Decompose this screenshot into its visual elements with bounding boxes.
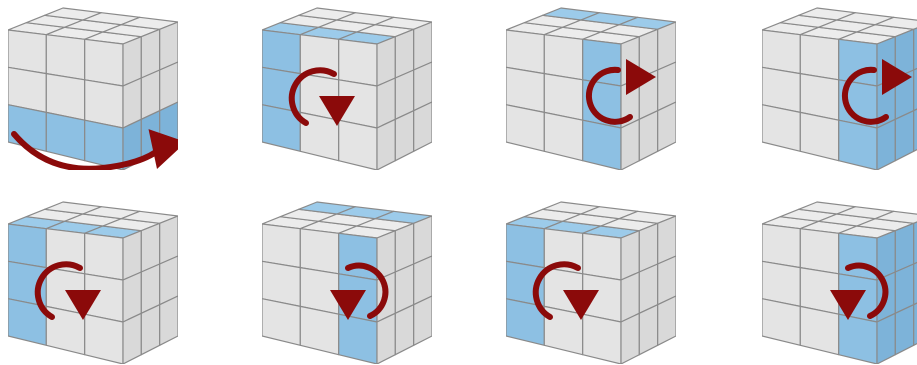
cube-icon bbox=[8, 196, 178, 364]
cubie-sticker bbox=[800, 35, 838, 80]
cubie-sticker bbox=[762, 30, 800, 74]
cube-move-left-column-down-2[interactable] bbox=[8, 196, 178, 364]
cubie-sticker bbox=[544, 35, 582, 80]
cubie-sticker bbox=[395, 305, 413, 355]
cubie-sticker bbox=[300, 306, 338, 354]
cubie-sticker bbox=[123, 313, 141, 364]
cubie-sticker bbox=[339, 39, 377, 86]
cube-right-face bbox=[877, 22, 917, 170]
cube-right-face bbox=[377, 22, 432, 170]
cube-move-right-column-down-far[interactable] bbox=[762, 196, 917, 364]
cubie-sticker bbox=[377, 313, 395, 364]
cube-front-face bbox=[506, 224, 621, 364]
cubie-sticker bbox=[300, 229, 338, 274]
cubie-sticker bbox=[262, 224, 300, 268]
cubie-sticker bbox=[839, 233, 877, 280]
cubie-sticker bbox=[583, 233, 621, 280]
cubie-sticker bbox=[339, 314, 377, 364]
cubie-sticker bbox=[583, 314, 621, 364]
cubie-sticker bbox=[877, 119, 895, 170]
cubie-sticker bbox=[339, 233, 377, 280]
cubie-sticker bbox=[800, 112, 838, 160]
cubie-sticker bbox=[621, 119, 639, 170]
cubie-sticker bbox=[414, 102, 432, 151]
cubie-sticker bbox=[85, 314, 123, 364]
cubie-sticker bbox=[839, 314, 877, 364]
cubie-sticker bbox=[762, 224, 800, 268]
cube-icon bbox=[762, 196, 917, 364]
cubie-sticker bbox=[85, 39, 123, 86]
cube-right-face bbox=[621, 22, 676, 170]
cube-front-face bbox=[506, 30, 621, 170]
cube-front-face bbox=[8, 224, 123, 364]
cubie-sticker bbox=[658, 102, 676, 151]
cubie-sticker bbox=[583, 120, 621, 170]
cube-right-face bbox=[621, 216, 676, 364]
cube-move-right-column-up[interactable] bbox=[506, 2, 676, 170]
cube-move-left-column-down[interactable] bbox=[262, 2, 432, 170]
cube-move-left-column-down-3[interactable] bbox=[506, 196, 676, 364]
cube-icon bbox=[8, 2, 178, 170]
cube-move-right-column-down[interactable] bbox=[262, 196, 432, 364]
cubie-sticker bbox=[877, 313, 895, 364]
cube-icon bbox=[506, 196, 676, 364]
cubie-sticker bbox=[160, 296, 178, 345]
cubie-sticker bbox=[8, 224, 46, 268]
cubie-sticker bbox=[85, 120, 123, 170]
cube-front-face bbox=[762, 30, 877, 170]
cube-move-right-column-up-far[interactable] bbox=[762, 2, 917, 170]
cubie-sticker bbox=[377, 119, 395, 170]
cubie-sticker bbox=[839, 39, 877, 86]
cubie-sticker bbox=[85, 233, 123, 280]
cubie-sticker bbox=[262, 299, 300, 346]
cubie-sticker bbox=[46, 35, 84, 80]
cubie-sticker bbox=[839, 120, 877, 170]
cubie-sticker bbox=[262, 30, 300, 74]
cubie-sticker bbox=[141, 305, 159, 355]
cube-icon bbox=[762, 2, 917, 170]
cube-icon bbox=[506, 2, 676, 170]
cubie-sticker bbox=[639, 305, 657, 355]
cubie-sticker bbox=[46, 112, 84, 160]
cubie-sticker bbox=[762, 105, 800, 152]
cubie-sticker bbox=[8, 30, 46, 74]
cube-icon bbox=[262, 2, 432, 170]
cubie-sticker bbox=[621, 313, 639, 364]
cubie-sticker bbox=[339, 120, 377, 170]
cubie-sticker bbox=[800, 229, 838, 274]
cubie-sticker bbox=[762, 299, 800, 346]
cubie-sticker bbox=[800, 306, 838, 354]
cubie-sticker bbox=[506, 224, 544, 268]
cube-front-face bbox=[262, 30, 377, 170]
cube-icon bbox=[262, 196, 432, 364]
cubie-sticker bbox=[395, 111, 413, 161]
cubie-sticker bbox=[414, 296, 432, 345]
cubie-sticker bbox=[895, 111, 913, 161]
cubie-sticker bbox=[544, 112, 582, 160]
cubie-sticker bbox=[895, 305, 913, 355]
cubie-sticker bbox=[506, 105, 544, 152]
cubie-sticker bbox=[506, 30, 544, 74]
cubie-sticker bbox=[583, 39, 621, 86]
cubie-sticker bbox=[639, 111, 657, 161]
cubie-sticker bbox=[658, 296, 676, 345]
cube-right-face bbox=[123, 216, 178, 364]
cube-move-bottom-layer-turn[interactable] bbox=[8, 2, 178, 170]
